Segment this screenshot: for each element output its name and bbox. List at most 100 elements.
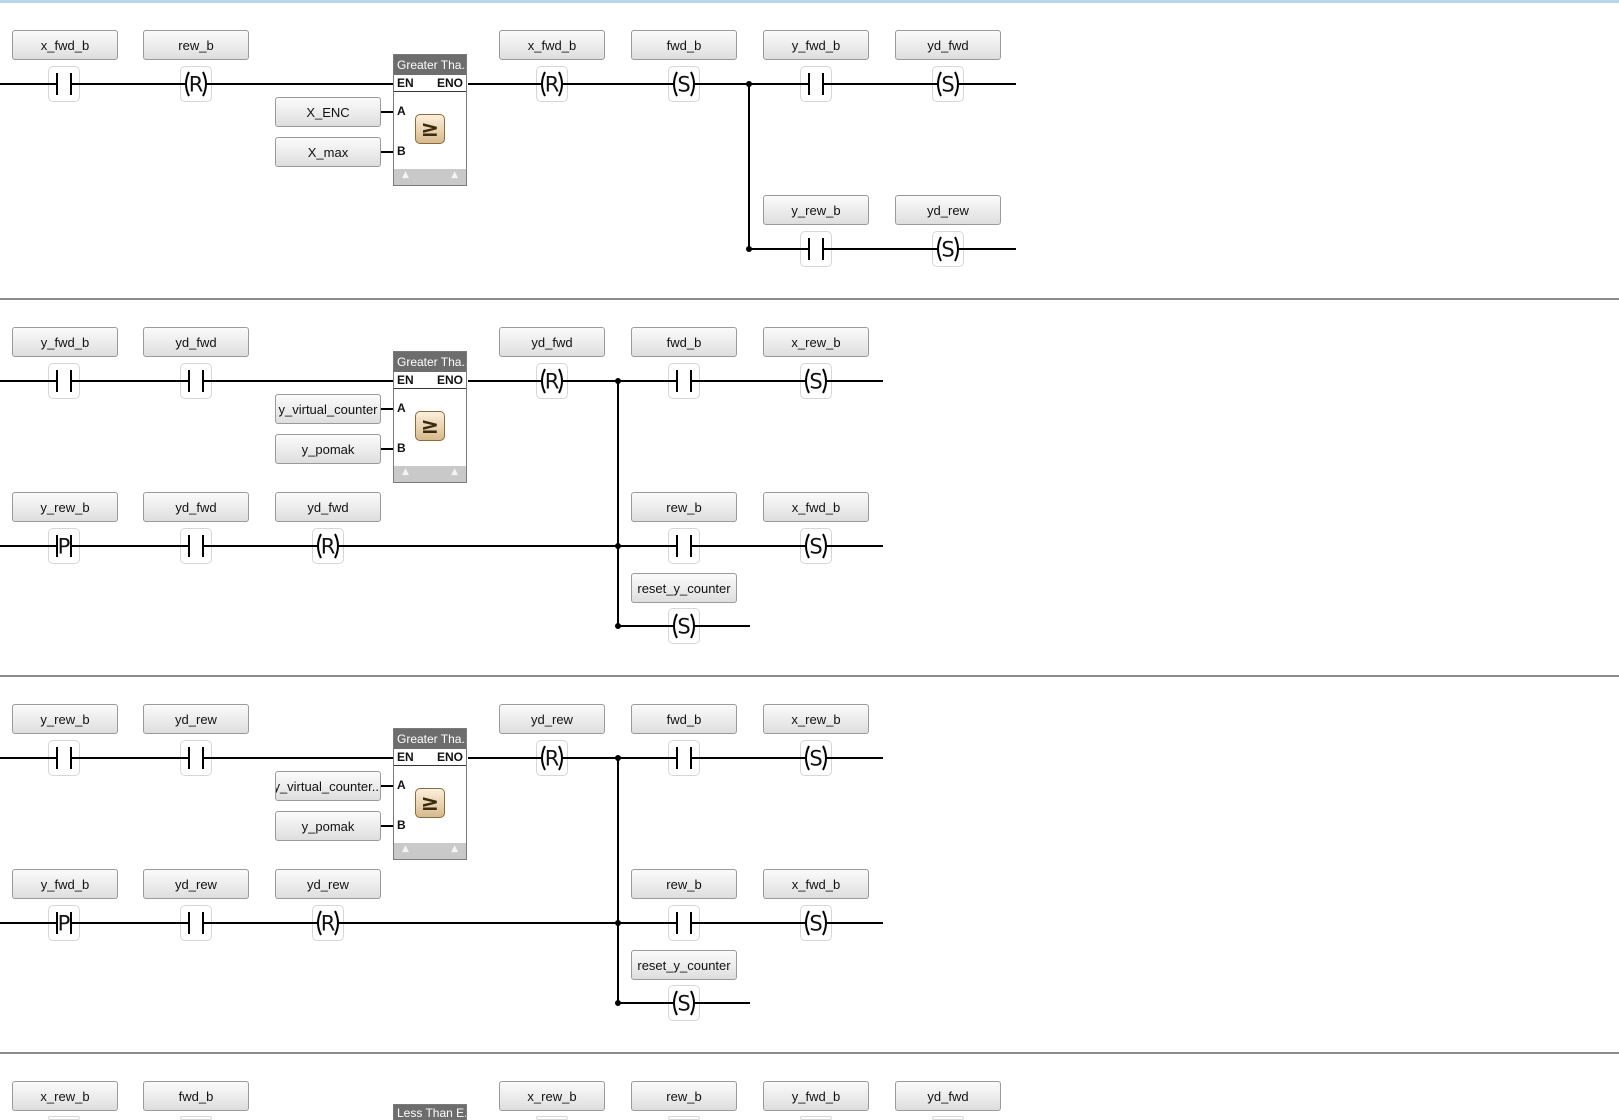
variable-label[interactable]: y_fwd_b <box>12 869 118 899</box>
variable-label[interactable]: yd_rew <box>275 869 381 899</box>
pin-wire <box>381 785 393 787</box>
positive-edge-contact[interactable]: P <box>48 528 80 564</box>
block-input-b-label[interactable]: y_pomak <box>275 434 381 464</box>
set-coil[interactable]: S <box>668 608 700 644</box>
coil-symbol-partial[interactable] <box>668 1116 700 1120</box>
variable-label[interactable]: y_rew_b <box>12 492 118 522</box>
block-input-b-label[interactable]: X_max <box>275 137 381 167</box>
normally-open-contact[interactable] <box>180 740 212 776</box>
block-input-a-label[interactable]: y_virtual_counter <box>275 394 381 424</box>
variable-label[interactable]: x_fwd_b <box>763 869 869 899</box>
variable-label[interactable]: rew_b <box>631 1081 737 1111</box>
normally-open-contact[interactable] <box>668 905 700 941</box>
normally-open-contact[interactable] <box>48 363 80 399</box>
variable-label[interactable]: y_fwd_b <box>12 327 118 357</box>
variable-label[interactable]: fwd_b <box>631 30 737 60</box>
pin-a-label: A <box>397 778 406 792</box>
junction-dot <box>615 1000 621 1006</box>
en-pin: EN <box>397 76 414 90</box>
normally-open-contact[interactable] <box>800 231 832 267</box>
block-input-a-label[interactable]: X_ENC <box>275 97 381 127</box>
block-input-a-label[interactable]: y_virtual_counter... <box>275 771 381 801</box>
normally-open-contact[interactable] <box>668 363 700 399</box>
contact-symbol-partial[interactable] <box>180 1116 212 1120</box>
variable-label[interactable]: rew_b <box>631 869 737 899</box>
variable-label[interactable]: yd_rew <box>499 704 605 734</box>
variable-label[interactable]: rew_b <box>143 30 249 60</box>
reset-coil[interactable]: R <box>536 740 568 776</box>
normally-open-contact[interactable] <box>668 740 700 776</box>
set-coil[interactable]: S <box>932 66 964 102</box>
set-coil[interactable]: S <box>800 905 832 941</box>
variable-label[interactable]: rew_b <box>631 492 737 522</box>
coil-letter: S <box>809 370 822 394</box>
variable-label[interactable]: x_rew_b <box>499 1081 605 1111</box>
en-pin: EN <box>397 750 414 764</box>
reset-coil[interactable]: R <box>312 528 344 564</box>
set-coil[interactable]: S <box>668 985 700 1021</box>
variable-label[interactable]: yd_fwd <box>143 492 249 522</box>
coil-symbol-partial[interactable] <box>536 1116 568 1120</box>
rung-separator <box>0 675 1619 677</box>
coil-symbol-partial[interactable] <box>932 1116 964 1120</box>
coil-letter: S <box>941 73 954 97</box>
pin-wire <box>381 151 393 153</box>
variable-label[interactable]: reset_y_counter <box>631 573 737 603</box>
variable-label[interactable]: yd_rew <box>895 195 1001 225</box>
variable-label[interactable]: fwd_b <box>143 1081 249 1111</box>
normally-open-contact[interactable] <box>48 66 80 102</box>
normally-open-contact[interactable] <box>180 528 212 564</box>
block-footer: ▲▲ <box>394 466 466 482</box>
variable-label[interactable]: x_fwd_b <box>12 30 118 60</box>
greater-than-block[interactable]: Greater Tha... EN ENO A B ≥ ▲▲ <box>393 351 467 483</box>
variable-label[interactable]: fwd_b <box>631 327 737 357</box>
variable-label[interactable]: y_rew_b <box>12 704 118 734</box>
reset-coil[interactable]: R <box>536 363 568 399</box>
variable-label[interactable]: x_rew_b <box>12 1081 118 1111</box>
contact-symbol-partial[interactable] <box>48 1116 80 1120</box>
coil-letter: R <box>545 73 560 97</box>
reset-coil[interactable]: R <box>312 905 344 941</box>
normally-open-contact[interactable] <box>800 66 832 102</box>
variable-label[interactable]: y_fwd_b <box>763 1081 869 1111</box>
pin-b-label: B <box>397 818 406 832</box>
coil-letter: S <box>809 535 822 559</box>
greater-than-block[interactable]: Greater Tha... EN ENO A B ≥ ▲▲ <box>393 54 467 186</box>
variable-label[interactable]: reset_y_counter <box>631 950 737 980</box>
less-than-block[interactable]: Less Than E... <box>393 1104 467 1120</box>
rung-wire <box>0 922 883 924</box>
variable-label[interactable]: x_rew_b <box>763 704 869 734</box>
set-coil[interactable]: S <box>800 740 832 776</box>
reset-coil[interactable]: R <box>536 66 568 102</box>
variable-label[interactable]: fwd_b <box>631 704 737 734</box>
normally-open-contact[interactable] <box>180 905 212 941</box>
greater-than-block[interactable]: Greater Tha... EN ENO A B ≥ ▲▲ <box>393 728 467 860</box>
variable-label[interactable]: x_rew_b <box>763 327 869 357</box>
variable-label[interactable]: yd_fwd <box>143 327 249 357</box>
variable-label[interactable]: yd_fwd <box>275 492 381 522</box>
variable-label[interactable]: yd_fwd <box>895 30 1001 60</box>
contact-symbol-partial[interactable] <box>800 1116 832 1120</box>
block-input-b-label[interactable]: y_pomak <box>275 811 381 841</box>
variable-label[interactable]: x_fwd_b <box>499 30 605 60</box>
variable-label[interactable]: y_fwd_b <box>763 30 869 60</box>
variable-label[interactable]: yd_fwd <box>895 1081 1001 1111</box>
junction-dot <box>746 81 752 87</box>
normally-open-contact[interactable] <box>668 528 700 564</box>
reset-coil[interactable]: R <box>180 66 212 102</box>
variable-label[interactable]: y_rew_b <box>763 195 869 225</box>
set-coil[interactable]: S <box>932 231 964 267</box>
variable-label[interactable]: x_fwd_b <box>763 492 869 522</box>
coil-letter: S <box>677 992 690 1016</box>
variable-label[interactable]: yd_fwd <box>499 327 605 357</box>
set-coil[interactable]: S <box>668 66 700 102</box>
eno-pin: ENO <box>436 76 463 90</box>
positive-edge-contact[interactable]: P <box>48 905 80 941</box>
normally-open-contact[interactable] <box>48 740 80 776</box>
junction-dot <box>615 920 621 926</box>
set-coil[interactable]: S <box>800 363 832 399</box>
normally-open-contact[interactable] <box>180 363 212 399</box>
set-coil[interactable]: S <box>800 528 832 564</box>
variable-label[interactable]: yd_rew <box>143 704 249 734</box>
variable-label[interactable]: yd_rew <box>143 869 249 899</box>
